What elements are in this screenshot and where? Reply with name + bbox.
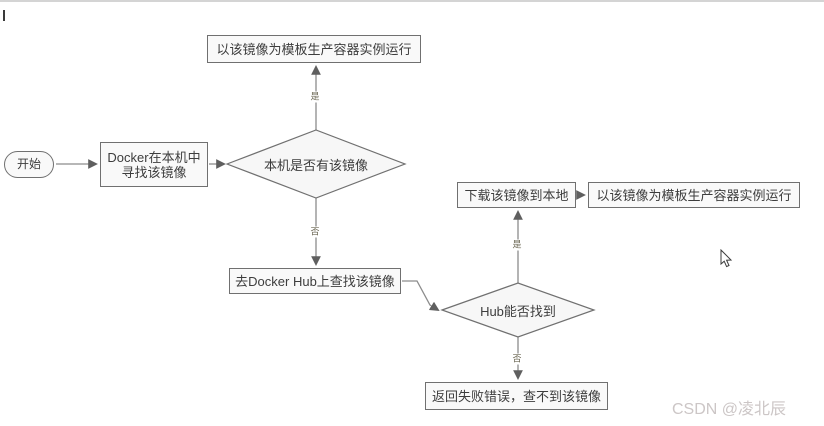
node-start: 开始 — [4, 151, 54, 178]
edge-label-local-yes: 是 — [309, 91, 321, 103]
top-divider — [0, 0, 824, 2]
decision-hub-can-find — [440, 282, 596, 338]
text-caret — [3, 10, 5, 21]
node-find-local-line2: 寻找该镜像 — [121, 164, 187, 180]
node-run-instance-top-label: 以该镜像为模板生产容器实例运行 — [216, 41, 412, 57]
node-return-fail: 返回失败错误，查不到该镜像 — [425, 382, 608, 410]
csdn-watermark: CSDN @凌北辰 — [672, 401, 787, 418]
decision-local-has-image — [225, 129, 407, 199]
node-run-instance-right: 以该镜像为模板生产容器实例运行 — [588, 182, 800, 208]
node-find-local-line1: Docker在本机中 — [107, 149, 201, 165]
node-run-instance-top: 以该镜像为模板生产容器实例运行 — [207, 35, 421, 63]
node-download-local: 下载该镜像到本地 — [457, 182, 576, 208]
edge-label-local-no: 否 — [309, 226, 321, 238]
mouse-cursor-icon — [720, 249, 733, 268]
node-download-local-label: 下载该镜像到本地 — [464, 187, 569, 203]
node-run-instance-right-label: 以该镜像为模板生产容器实例运行 — [596, 187, 792, 203]
edge-search-hub-to-hub-diamond — [402, 280, 440, 312]
node-return-fail-label: 返回失败错误，查不到该镜像 — [431, 388, 601, 404]
node-search-hub-label: 去Docker Hub上查找该镜像 — [235, 273, 395, 289]
node-search-hub: 去Docker Hub上查找该镜像 — [229, 268, 401, 294]
node-find-local: Docker在本机中 寻找该镜像 — [100, 142, 208, 187]
edge-label-hub-yes: 是 — [511, 239, 523, 251]
edge-label-hub-no: 否 — [511, 353, 523, 365]
node-start-label: 开始 — [16, 157, 41, 171]
